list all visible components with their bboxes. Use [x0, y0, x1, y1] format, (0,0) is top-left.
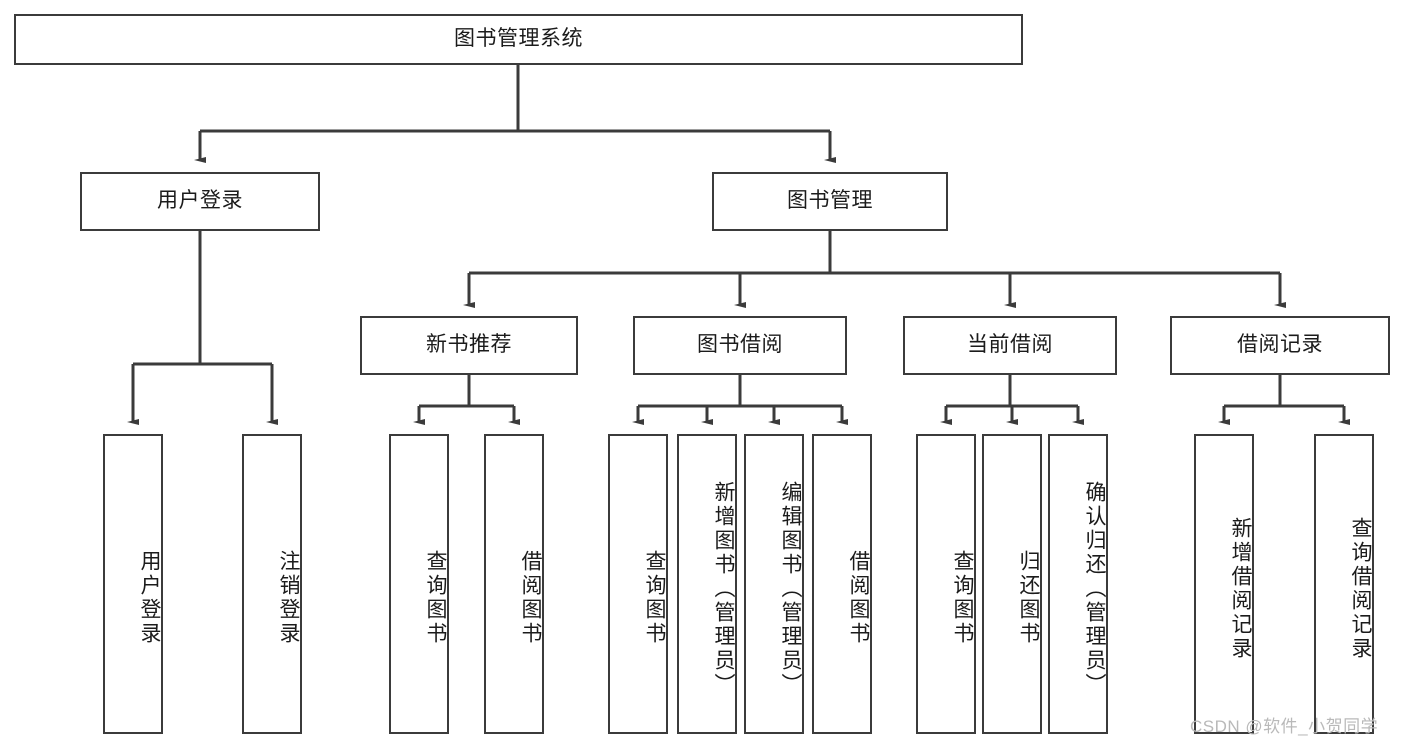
leaf-current-borrow-query[interactable]: 查询图书 — [916, 434, 976, 734]
leaf-book-borrow-query[interactable]: 查询图书 — [608, 434, 668, 734]
leaf-book-borrow-edit[interactable]: 编辑图书（管理员） — [744, 434, 804, 734]
leaf-new-book-query[interactable]: 查询图书 — [389, 434, 449, 734]
node-book-borrow[interactable]: 图书借阅 — [633, 316, 847, 375]
leaf-user-login-logout[interactable]: 注销登录 — [242, 434, 302, 734]
node-new-book-recommend[interactable]: 新书推荐 — [360, 316, 578, 375]
leaf-user-login-login[interactable]: 用户登录 — [103, 434, 163, 734]
node-root-system[interactable]: 图书管理系统 — [14, 14, 1023, 65]
leaf-new-book-borrow[interactable]: 借阅图书 — [484, 434, 544, 734]
node-user-login[interactable]: 用户登录 — [80, 172, 320, 231]
leaf-borrow-record-query[interactable]: 查询借阅记录 — [1314, 434, 1374, 734]
watermark-text: CSDN @软件_小贺同学 — [1190, 717, 1379, 736]
node-book-management[interactable]: 图书管理 — [712, 172, 948, 231]
leaf-book-borrow-borrow[interactable]: 借阅图书 — [812, 434, 872, 734]
leaf-current-borrow-return[interactable]: 归还图书 — [982, 434, 1042, 734]
node-borrow-record[interactable]: 借阅记录 — [1170, 316, 1390, 375]
leaf-borrow-record-add[interactable]: 新增借阅记录 — [1194, 434, 1254, 734]
node-current-borrow[interactable]: 当前借阅 — [903, 316, 1117, 375]
leaf-book-borrow-add[interactable]: 新增图书（管理员） — [677, 434, 737, 734]
leaf-current-borrow-confirm-return[interactable]: 确认归还（管理员） — [1048, 434, 1108, 734]
